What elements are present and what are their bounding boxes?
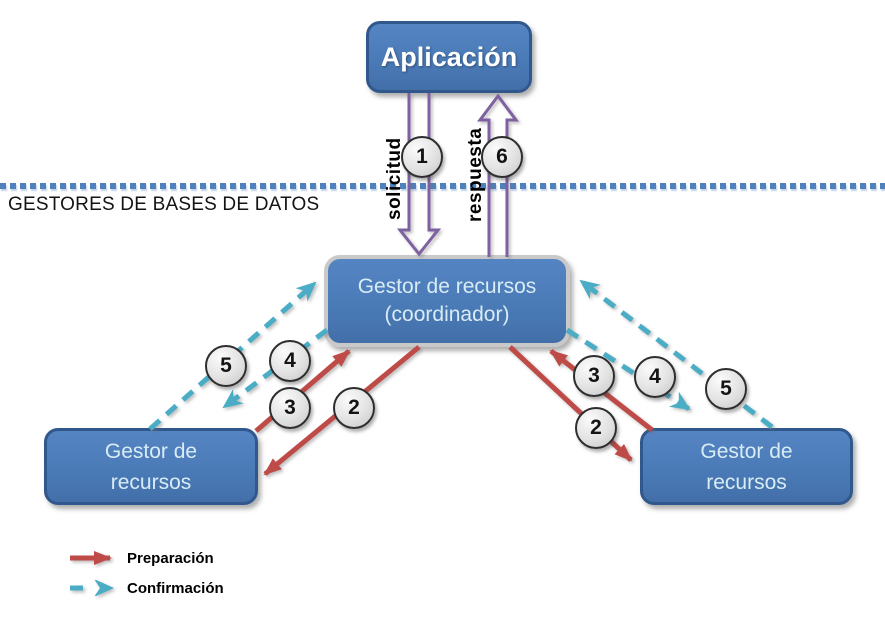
coordinator-node: Gestor de recursos (coordinador) (324, 255, 570, 347)
legend-label-confirmation: Confirmación (127, 579, 224, 597)
application-label: Aplicación (380, 41, 518, 72)
legend-item-preparation: Preparación (68, 543, 224, 573)
preparation-arrow-icon (70, 551, 112, 565)
right-resource-label-line1: Gestor de (700, 439, 793, 463)
application-node: Aplicación (366, 21, 532, 93)
left-resource-node: Gestor de recursos (44, 428, 258, 505)
confirmation-arrow-right-5 (579, 279, 774, 429)
step-badge-right-4: 4 (634, 356, 676, 398)
coordinator-label-line2: (coordinador) (384, 303, 510, 326)
right-resource-label-line2: recursos (706, 470, 787, 494)
separator-label: GESTORES DE BASES DE DATOS (8, 194, 320, 215)
coordinator-label-line1: Gestor de recursos (357, 275, 537, 298)
left-resource-label-line2: recursos (110, 470, 192, 494)
request-label: solicitud (384, 137, 405, 220)
left-resource-label-line1: Gestor de (104, 439, 198, 463)
confirmation-arrow-icon (70, 580, 114, 596)
step-badge-left-5: 5 (205, 345, 247, 387)
step-badge-right-3: 3 (573, 355, 615, 397)
step-badge-response-6: 6 (481, 136, 523, 178)
step-badge-left-3: 3 (269, 387, 311, 429)
step-badge-left-4: 4 (269, 340, 311, 382)
step-badge-left-2: 2 (333, 387, 375, 429)
response-label: respuesta (465, 127, 486, 222)
right-resource-node: Gestor de recursos (640, 428, 853, 505)
step-badge-right-5: 5 (705, 368, 747, 410)
legend-label-preparation: Preparación (127, 549, 214, 567)
legend: Preparación Confirmación (68, 543, 224, 603)
legend-item-confirmation: Confirmación (68, 573, 224, 603)
step-badge-request-1: 1 (401, 136, 443, 178)
step-badge-right-2: 2 (575, 407, 617, 449)
preparation-arrow-right-2 (508, 345, 633, 462)
